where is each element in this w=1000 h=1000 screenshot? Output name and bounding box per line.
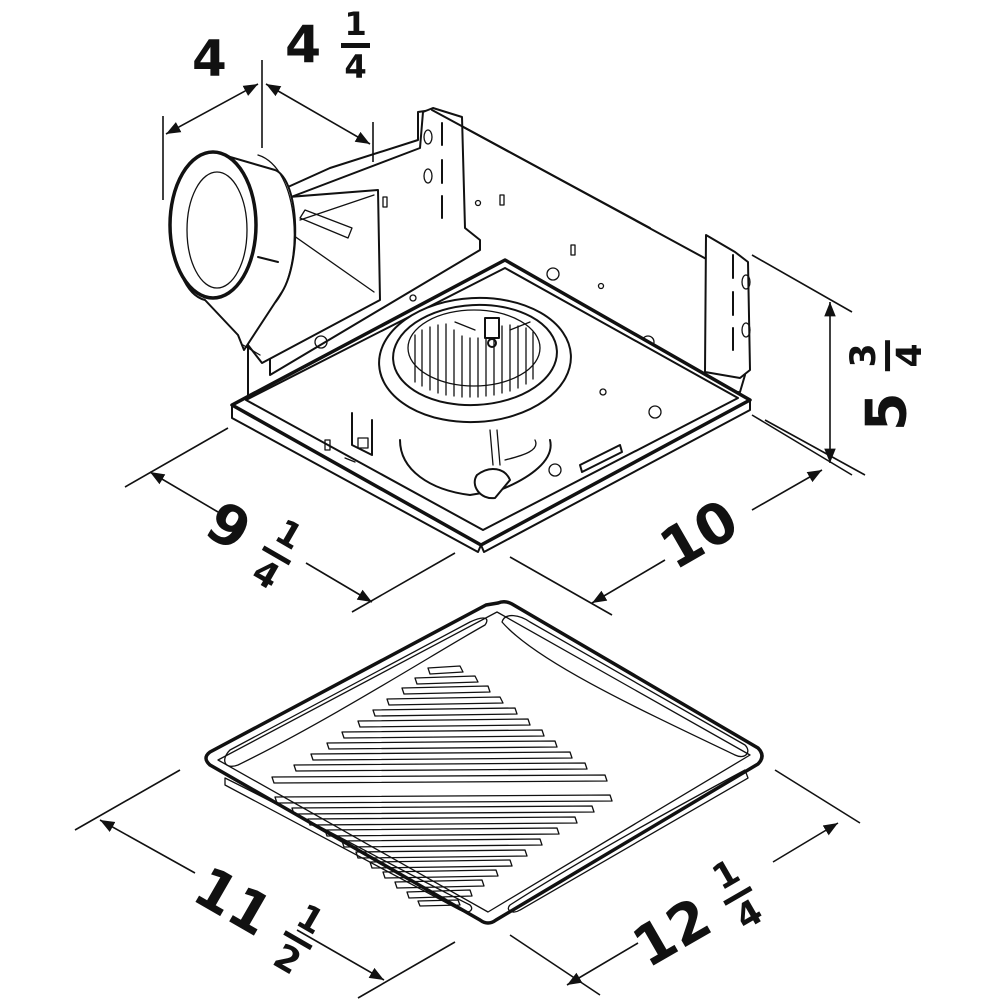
dimension-lines <box>74 60 866 999</box>
keyhole-slots <box>423 122 751 351</box>
dim-duct-offset: 4 1 4 <box>285 8 370 83</box>
dim-value: 4 <box>285 15 322 76</box>
fraction-bar <box>341 43 370 49</box>
dim-numerator: 1 <box>344 5 367 43</box>
wall-holes <box>382 194 655 349</box>
blower-wheel <box>378 296 572 424</box>
grille <box>204 599 764 925</box>
grille-louvers-upper <box>271 665 608 784</box>
fan-housing <box>168 107 752 553</box>
grille-louvers-lower <box>274 794 613 907</box>
dim-denominator: 4 <box>890 343 931 368</box>
dim-fraction: 1 4 <box>341 8 370 83</box>
dim-value: 4 <box>192 29 227 88</box>
motor-assembly <box>324 412 562 500</box>
dim-fraction: 3 4 <box>844 339 931 371</box>
dim-numerator: 3 <box>844 343 885 368</box>
dim-value: 5 <box>854 392 920 432</box>
dim-denominator: 4 <box>344 48 367 87</box>
dim-duct-diameter: 4 <box>192 30 227 84</box>
fraction-bar <box>885 339 891 371</box>
dim-housing-height: 5 3 4 <box>844 339 931 432</box>
duct-connector <box>168 150 297 356</box>
